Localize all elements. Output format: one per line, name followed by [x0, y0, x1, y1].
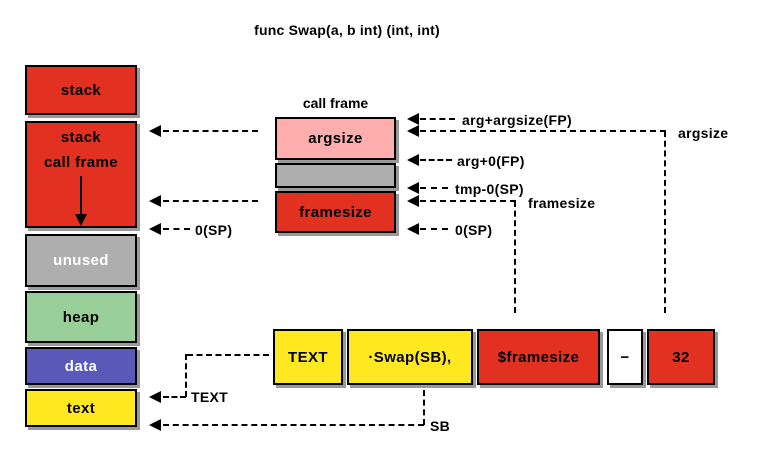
grow-arrow-shaft: [80, 176, 82, 216]
arrow-left-icon: [407, 154, 419, 166]
framesize-label: framesize: [528, 195, 596, 211]
dashed-connector: [664, 131, 666, 313]
dashed-connector: [420, 187, 448, 189]
tmp-0-sp-label: tmp-0(SP): [455, 181, 524, 197]
dashed-connector: [163, 200, 258, 202]
call-frame-title: call frame: [302, 95, 369, 111]
arrow-left-icon: [149, 195, 161, 207]
sp-offset-label-left: 0(SP): [195, 222, 233, 238]
instr-box-minus: −: [607, 329, 643, 385]
dashed-connector: [163, 424, 424, 426]
memory-box-sublabel: call frame: [43, 154, 119, 171]
dashed-connector: [187, 354, 269, 356]
instr-box-label: ·Swap(SB),: [368, 348, 452, 366]
memory-box-text: text: [25, 389, 137, 427]
dashed-connector: [423, 390, 425, 425]
arrow-left-icon: [407, 182, 419, 194]
sp-offset-label-right: 0(SP): [455, 222, 493, 238]
dashed-connector: [514, 201, 516, 313]
memory-box-label: unused: [53, 252, 109, 269]
memory-box-stack-call-frame: stack call frame: [25, 121, 137, 228]
call-frame-box-argsize: argsize: [275, 117, 396, 160]
memory-box-heap: heap: [25, 291, 137, 343]
sb-pointer-label: SB: [430, 418, 451, 434]
argsize-label: argsize: [678, 125, 729, 141]
memory-box-label: stack: [60, 81, 102, 99]
dashed-connector: [420, 118, 455, 120]
arrow-left-icon: [149, 419, 161, 431]
instr-box-label: $framesize: [497, 348, 580, 366]
arg-argsize-fp-label: arg+argsize(FP): [462, 112, 572, 128]
instr-box-label: TEXT: [288, 348, 328, 366]
dashed-connector: [163, 130, 258, 132]
dashed-connector: [163, 396, 186, 398]
text-pointer-label: TEXT: [191, 389, 228, 405]
arrow-left-icon: [407, 195, 419, 207]
arrow-left-icon: [149, 223, 161, 235]
page-title: func Swap(a, b int) (int, int): [254, 22, 440, 38]
dashed-connector: [163, 228, 190, 230]
instr-box-label: 32: [672, 348, 690, 366]
memory-box-label: heap: [62, 308, 100, 326]
instr-box-argsize-value: 32: [647, 329, 715, 385]
arrow-left-icon: [407, 223, 419, 235]
call-frame-box-label: framesize: [299, 203, 372, 221]
arrow-left-icon: [149, 125, 161, 137]
arg-0-fp-label: arg+0(FP): [457, 153, 525, 169]
arrow-left-icon: [407, 113, 419, 125]
instr-box-label: −: [620, 348, 630, 366]
instr-box-text: TEXT: [273, 329, 343, 385]
call-frame-box-label: argsize: [308, 130, 363, 147]
arrow-down-icon: [75, 214, 87, 226]
call-frame-box-framesize: framesize: [275, 191, 396, 233]
memory-box-stack-top: stack: [25, 65, 137, 115]
memory-box-label: text: [66, 399, 96, 417]
dashed-connector: [185, 354, 187, 397]
call-frame-box-padding: [275, 163, 396, 188]
memory-box-unused: unused: [25, 234, 137, 287]
arrow-left-icon: [149, 391, 161, 403]
instr-box-framesize: $framesize: [477, 329, 600, 385]
dashed-connector: [420, 228, 448, 230]
memory-box-label: stack: [60, 129, 102, 146]
memory-box-data: data: [25, 347, 137, 385]
dashed-connector: [420, 200, 516, 202]
dashed-connector: [420, 159, 452, 161]
memory-box-label: data: [64, 357, 98, 375]
instr-box-swap-sb: ·Swap(SB),: [347, 329, 473, 385]
arrow-left-icon: [407, 125, 419, 137]
dashed-connector: [420, 130, 666, 132]
